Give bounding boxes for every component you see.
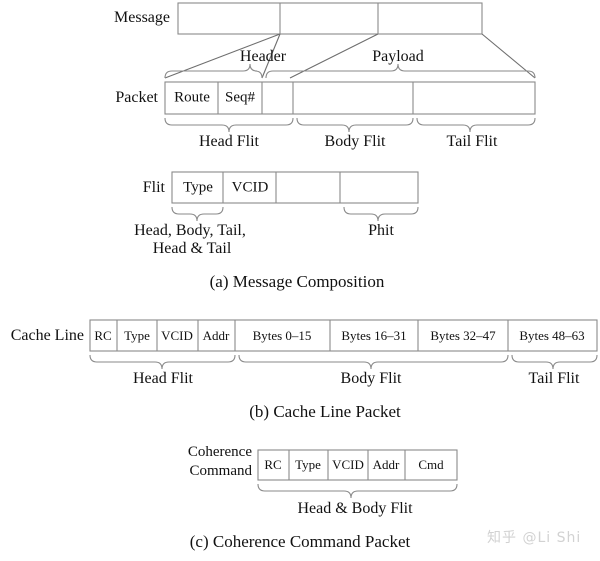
flit-box-group — [171, 171, 419, 204]
cacheline-tail-flit-label: Tail Flit — [528, 370, 580, 387]
watermark: 知乎 @Li Shi — [487, 530, 582, 546]
panel-c-caption: (c) Coherence Command Packet — [189, 532, 411, 551]
cacheline-head-flit-brace — [89, 354, 236, 370]
cacheline-cell-bytes-32-47: Bytes 32–47 — [430, 328, 496, 343]
packet-cell-route: Route — [174, 89, 210, 106]
packet-cell-seq: Seq# — [225, 89, 255, 106]
flit-phit-brace — [343, 206, 419, 222]
packet-row-label: Packet — [115, 89, 158, 106]
panel-a-caption: (a) Message Composition — [209, 272, 385, 291]
packet-head-flit-label: Head Flit — [199, 133, 259, 150]
cacheline-cell-bytes-0-15: Bytes 0–15 — [252, 328, 312, 343]
flit-cell-type: Type — [183, 179, 213, 196]
coherence-cell-cmd: Cmd — [418, 457, 444, 472]
coherence-head-body-flit-brace — [257, 483, 458, 499]
cacheline-cell-vcid: VCID — [161, 328, 193, 343]
flit-type-brace — [171, 206, 224, 222]
packet-tail-flit-label: Tail Flit — [446, 133, 498, 150]
cacheline-body-flit-brace — [238, 354, 509, 370]
cacheline-body-flit-label: Body Flit — [340, 370, 402, 387]
cacheline-cell-rc: RC — [94, 328, 112, 343]
header-brace-label: Header — [239, 48, 287, 65]
coherence-cell-type: Type — [295, 457, 321, 472]
packet-head-flit-brace — [164, 117, 294, 133]
coherence-cell-vcid: VCID — [332, 457, 364, 472]
message-box-group — [177, 2, 483, 35]
cache-line-row-label: Cache Line — [10, 327, 84, 344]
cacheline-cell-type: Type — [124, 328, 150, 343]
flit-phit-brace-label: Phit — [368, 222, 394, 239]
flit-type-brace-label-line1: Head, Body, Tail, — [134, 222, 246, 239]
coherence-cell-rc: RC — [264, 457, 282, 472]
packet-tail-flit-brace — [416, 117, 536, 133]
packet-body-flit-label: Body Flit — [324, 133, 386, 150]
panel-b-caption: (b) Cache Line Packet — [249, 402, 401, 421]
coherence-row-label-line2: Command — [189, 463, 253, 479]
cacheline-tail-flit-brace — [511, 354, 598, 370]
coherence-cell-addr: Addr — [372, 457, 400, 472]
cacheline-cell-bytes-16-31: Bytes 16–31 — [341, 328, 407, 343]
cacheline-head-flit-label: Head Flit — [133, 370, 193, 387]
coherence-box-group — [257, 449, 458, 481]
cache-line-box-group — [89, 319, 598, 352]
payload-brace — [265, 63, 536, 79]
header-brace — [164, 63, 263, 79]
coherence-row-label-line1: Coherence — [187, 444, 252, 460]
flit-cell-vcid: VCID — [231, 179, 269, 196]
coherence-head-body-flit-label: Head & Body Flit — [297, 500, 413, 517]
flit-type-brace-label-line2: Head & Tail — [152, 240, 232, 257]
cacheline-cell-bytes-48-63: Bytes 48–63 — [519, 328, 585, 343]
packet-box-group — [164, 81, 536, 115]
packet-body-flit-brace — [296, 117, 414, 133]
flit-row-label: Flit — [142, 179, 165, 196]
cacheline-cell-addr: Addr — [202, 328, 230, 343]
message-row-label: Message — [114, 9, 170, 26]
payload-brace-label: Payload — [372, 48, 424, 65]
